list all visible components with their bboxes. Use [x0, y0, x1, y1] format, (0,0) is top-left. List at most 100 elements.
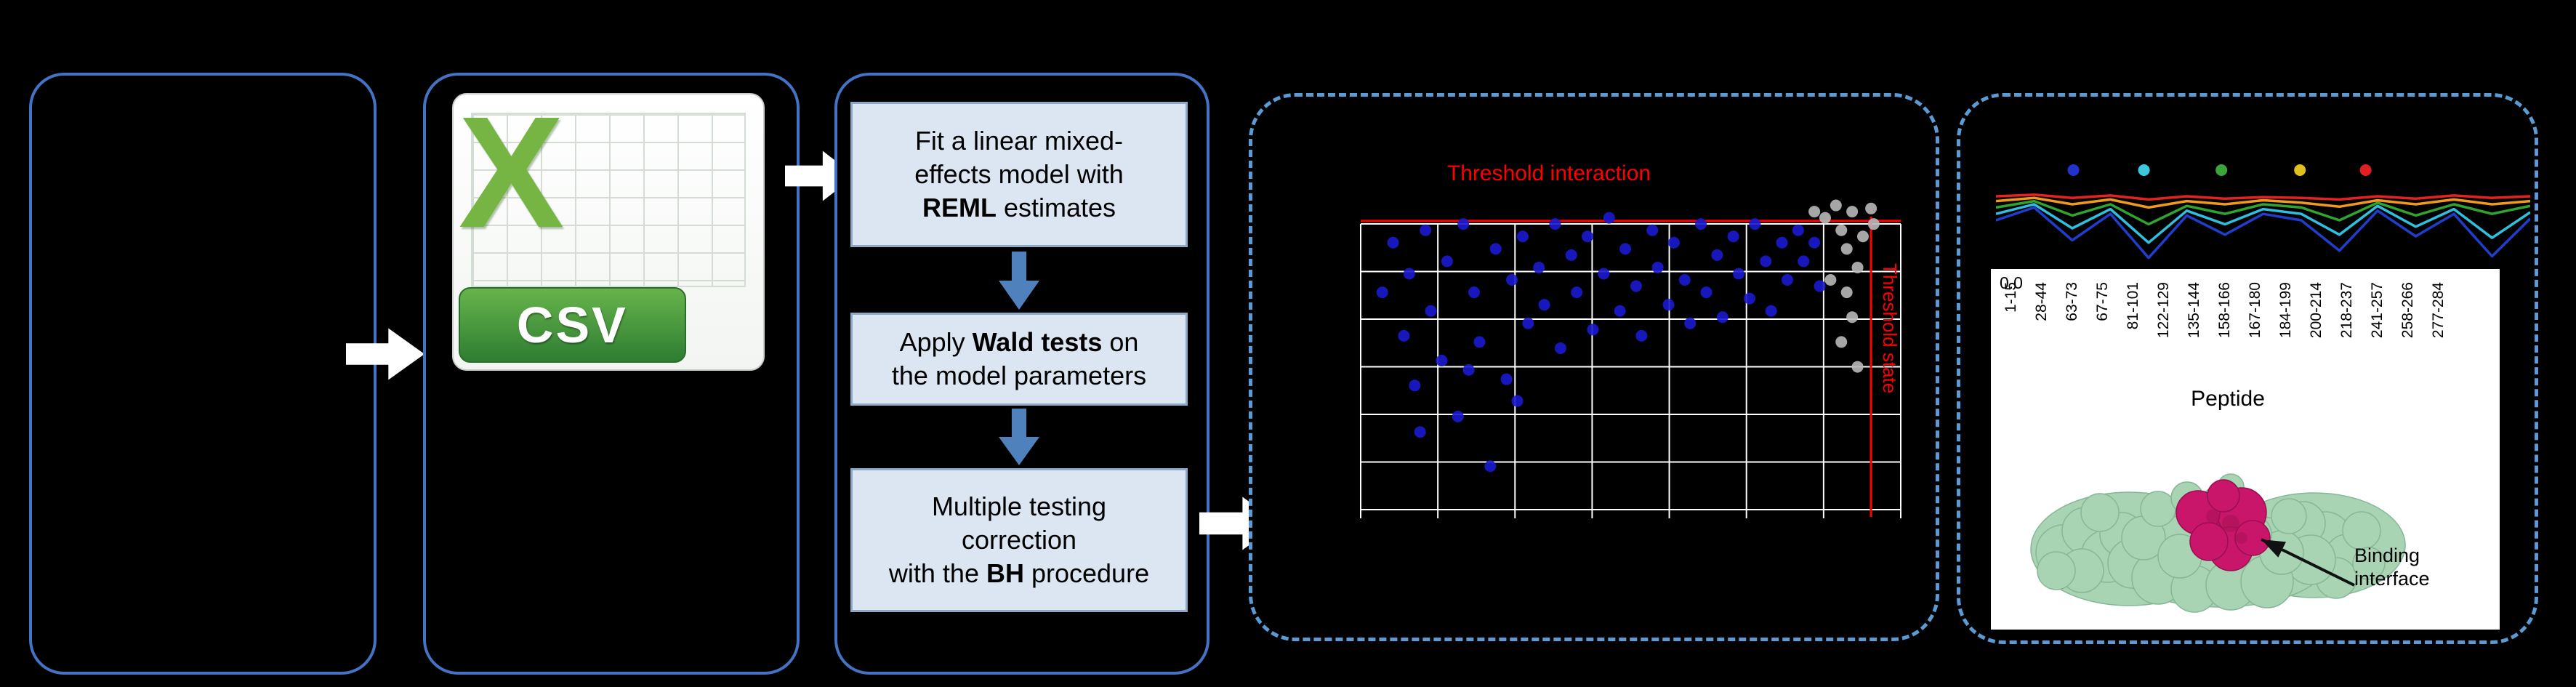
peptide-axis-label: Peptide: [2191, 387, 2265, 411]
scatter-point: [1700, 286, 1712, 299]
deuteration-line-chart: [1996, 164, 2530, 260]
scatter-point: [1582, 230, 1594, 243]
scatter-point: [1792, 224, 1804, 236]
scatter-point: [1441, 255, 1453, 268]
threshold-state-label: Threshold state: [1879, 263, 1901, 394]
scatter-point: [1856, 230, 1869, 243]
scatter-point: [1865, 202, 1877, 214]
scatter-point: [1506, 274, 1518, 286]
scatter-point: [1733, 268, 1745, 280]
scatter-point: [1489, 243, 1502, 255]
peptide-tick-label: 277-284: [2430, 282, 2447, 339]
scatter-point: [1635, 329, 1648, 342]
scatter-point: [1678, 274, 1691, 286]
binding-interface-region: [2175, 479, 2271, 571]
scatter-point: [1667, 236, 1680, 249]
legend-dot: [2215, 164, 2228, 176]
scatter-point: [1851, 361, 1864, 373]
scatter-point: [1462, 363, 1475, 376]
protein-surface: [2030, 473, 2406, 613]
peptide-tick-label: 158-166: [2216, 282, 2233, 339]
scatter-point: [1473, 336, 1486, 348]
series-cyan: [1996, 203, 2530, 244]
scatter-point: [1587, 324, 1599, 336]
scatter-point: [1830, 199, 1842, 212]
scatter-point: [1765, 305, 1777, 317]
scatter-point: [1776, 236, 1788, 249]
peptide-tick-label: 218-237: [2338, 282, 2355, 339]
scatter-point: [1376, 286, 1388, 299]
scatter-point: [1814, 280, 1826, 292]
interface-shading: [2206, 510, 2247, 544]
peptide-tick-label: 200-214: [2308, 282, 2325, 339]
csv-label: CSV: [516, 296, 628, 353]
step-box-bh-correction: Multiple testing correction with the BH …: [850, 468, 1188, 612]
legend-dot: [2138, 164, 2150, 176]
step-text: Fit a linear mixed- effects model with R…: [914, 125, 1124, 223]
scatter-plot: [1360, 199, 1901, 518]
scatter-point: [1867, 218, 1880, 230]
peptide-tick-label: 67-75: [2094, 282, 2111, 321]
scatter-point: [1630, 280, 1642, 292]
scatter-point: [1846, 311, 1859, 324]
scatter-point: [1781, 274, 1793, 286]
scatter-point: [1409, 379, 1421, 392]
scatter-point: [1819, 212, 1831, 224]
scatter-point: [1484, 460, 1497, 473]
scatter-point: [1452, 410, 1464, 422]
scatter-point: [1468, 286, 1481, 299]
peptide-tick-label: 81-101: [2125, 282, 2141, 330]
peptide-tick-label: 28-44: [2033, 282, 2050, 321]
scatter-point: [1533, 261, 1545, 273]
scatter-point: [1403, 268, 1415, 280]
legend-dot: [2294, 164, 2306, 176]
peptide-tick-labels: 1-15 28-44 63-73 67-75 81-101 122-129 135-144 1…: [2003, 282, 2460, 338]
peptide-tick-label: 1-15: [2003, 282, 2019, 313]
scatter-point: [1840, 286, 1853, 299]
scatter-point: [1420, 224, 1432, 236]
step-box-fit-model: Fit a linear mixed- effects model with R…: [850, 102, 1188, 247]
peptide-tick-label: 241-257: [2369, 282, 2386, 339]
scatter-point: [1851, 261, 1864, 273]
scatter-point: [1695, 218, 1707, 230]
step-box-wald-tests: Apply Wald tests on the model parameters: [850, 313, 1188, 406]
peptide-tick-label: 135-144: [2186, 282, 2202, 339]
legend-dot: [2067, 164, 2080, 176]
csv-banner: CSV: [458, 287, 687, 363]
scatter-point: [1538, 299, 1550, 311]
scatter-point: [1798, 255, 1810, 268]
scatter-point: [1749, 218, 1761, 230]
scatter-point: [1760, 255, 1772, 268]
scatter-point: [1824, 274, 1837, 286]
scatter-point: [1619, 243, 1632, 255]
scatter-point: [1598, 268, 1610, 280]
scatter-point: [1646, 224, 1659, 236]
scatter-point: [1651, 261, 1664, 273]
peptide-tick-label: 184-199: [2277, 282, 2294, 339]
scatter-point: [1603, 212, 1615, 224]
peptide-tick-label: 122-129: [2155, 282, 2172, 339]
series-orange: [1996, 196, 2530, 209]
scatter-point: [1614, 305, 1626, 317]
scatter-point: [1522, 317, 1534, 329]
scatter-point: [1727, 230, 1739, 243]
peptide-tick-label: 167-180: [2247, 282, 2263, 339]
peptide-tick-label: 63-73: [2064, 282, 2080, 321]
scatter-point: [1565, 249, 1577, 261]
input-panel: [29, 73, 377, 675]
csv-file-icon: X CSV: [452, 84, 765, 371]
step-text: Multiple testing correction with the BH …: [888, 491, 1150, 589]
legend-dot: [2359, 164, 2372, 176]
binding-interface-label: Binding interface: [2354, 545, 2430, 590]
threshold-interaction-label: Threshold interaction: [1446, 161, 1651, 185]
scatter-point: [1711, 249, 1723, 261]
scatter-point: [1500, 373, 1513, 385]
series-red: [1996, 193, 2530, 201]
step-text: Apply Wald tests on the model parameters: [891, 326, 1147, 390]
series-green: [1996, 199, 2530, 226]
scatter-point: [1840, 243, 1853, 255]
scatter-point: [1662, 299, 1675, 311]
scatter-point: [1835, 224, 1848, 236]
